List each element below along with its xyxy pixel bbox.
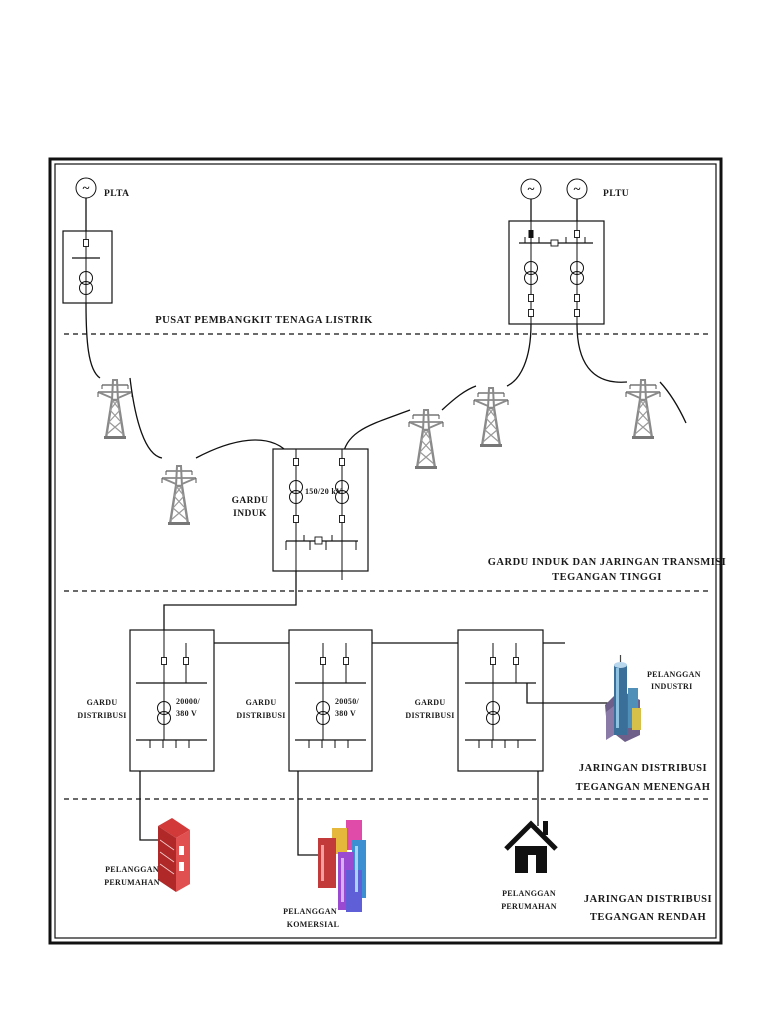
gardu-induk-label-1: GARDU <box>232 496 269 506</box>
pltu-generators: ~ ~ <box>520 178 588 221</box>
factory-icon <box>605 655 641 742</box>
gardu-distribusi-2-rating-2: 380 V <box>335 709 356 718</box>
plta-generator: ~ <box>75 177 97 231</box>
generator-symbol: ~ <box>574 181 581 196</box>
residential-1-label-1: PELANGGAN <box>105 865 159 874</box>
gardu-distribusi-1-internal <box>136 630 207 748</box>
gardu-distribusi-3-label-1: GARDU <box>415 698 446 707</box>
generator-symbol: ~ <box>83 180 90 195</box>
plta-label: PLTA <box>104 189 129 199</box>
inner-frame <box>54 163 717 939</box>
gardu-distribusi-3-box <box>457 629 544 772</box>
gardu-distribusi-3-internal <box>465 643 612 748</box>
gardu-distribusi-3-label-2: DISTRIBUSI <box>405 711 454 720</box>
commercial-label-1: PELANGGAN <box>283 907 337 916</box>
commercial-label-2: KOMERSIAL <box>287 920 340 929</box>
medium-voltage-section-line2: TEGANGAN MENENGAH <box>576 782 711 793</box>
plta-internal <box>72 231 100 303</box>
gardu-distribusi-1-label-2: DISTRIBUSI <box>77 711 126 720</box>
outer-frame <box>48 157 723 945</box>
gardu-distribusi-1-rating-1: 20000/ <box>176 697 200 706</box>
gardu-distribusi-1-rating-2: 380 V <box>176 709 197 718</box>
transmission-towers <box>96 378 662 527</box>
industry-customer-label-2: INDUSTRI <box>651 682 693 691</box>
gardu-distribusi-1-label-1: GARDU <box>87 698 118 707</box>
transmission-tower-icon <box>624 378 662 441</box>
transmission-tower-icon <box>472 386 510 449</box>
transmission-tower-icon <box>160 464 198 527</box>
transmission-section-line2: TEGANGAN TINGGI <box>552 572 662 583</box>
gardu-induk-internal <box>285 449 358 580</box>
gardu-distribusi-1-box <box>129 629 215 772</box>
low-voltage-lines <box>139 771 539 856</box>
building-icon <box>158 818 190 892</box>
low-voltage-section-line1: JARINGAN DISTRIBUSI <box>584 894 712 905</box>
medium-voltage-section-line1: JARINGAN DISTRIBUSI <box>579 763 707 774</box>
gardu-distribusi-2-internal <box>295 643 366 748</box>
generator-symbol: ~ <box>528 181 535 196</box>
transmission-lines <box>85 302 687 460</box>
building-icon <box>318 820 366 912</box>
generation-section-title: PUSAT PEMBANGKIT TENAGA LISTRIK <box>155 315 373 326</box>
gardu-distribusi-2-label-1: GARDU <box>246 698 277 707</box>
gardu-distribusi-2-rating-1: 20050/ <box>335 697 359 706</box>
transmission-tower-icon <box>407 408 445 471</box>
gardu-induk-box <box>272 448 369 572</box>
residential-1-label-2: PERUMAHAN <box>104 878 160 887</box>
pltu-substation-box <box>508 220 605 325</box>
pltu-internal <box>519 221 593 324</box>
industry-customer-label-1: PELANGGAN <box>647 670 701 679</box>
house-icon <box>504 820 558 873</box>
residential-2-label-1: PELANGGAN <box>502 889 556 898</box>
pltu-label: PLTU <box>603 189 629 199</box>
transmission-tower-icon <box>96 378 134 441</box>
transmission-section-line1: GARDU INDUK DAN JARINGAN TRANSMISI <box>488 557 727 568</box>
low-voltage-section-line2: TEGANGAN RENDAH <box>590 912 706 923</box>
gardu-distribusi-2-box <box>288 629 373 772</box>
residential-2-label-2: PERUMAHAN <box>501 902 557 911</box>
gardu-induk-label-2: INDUK <box>233 509 267 519</box>
gardu-induk-rating: 150/20 kV <box>305 487 342 496</box>
gardu-distribusi-2-label-2: DISTRIBUSI <box>236 711 285 720</box>
